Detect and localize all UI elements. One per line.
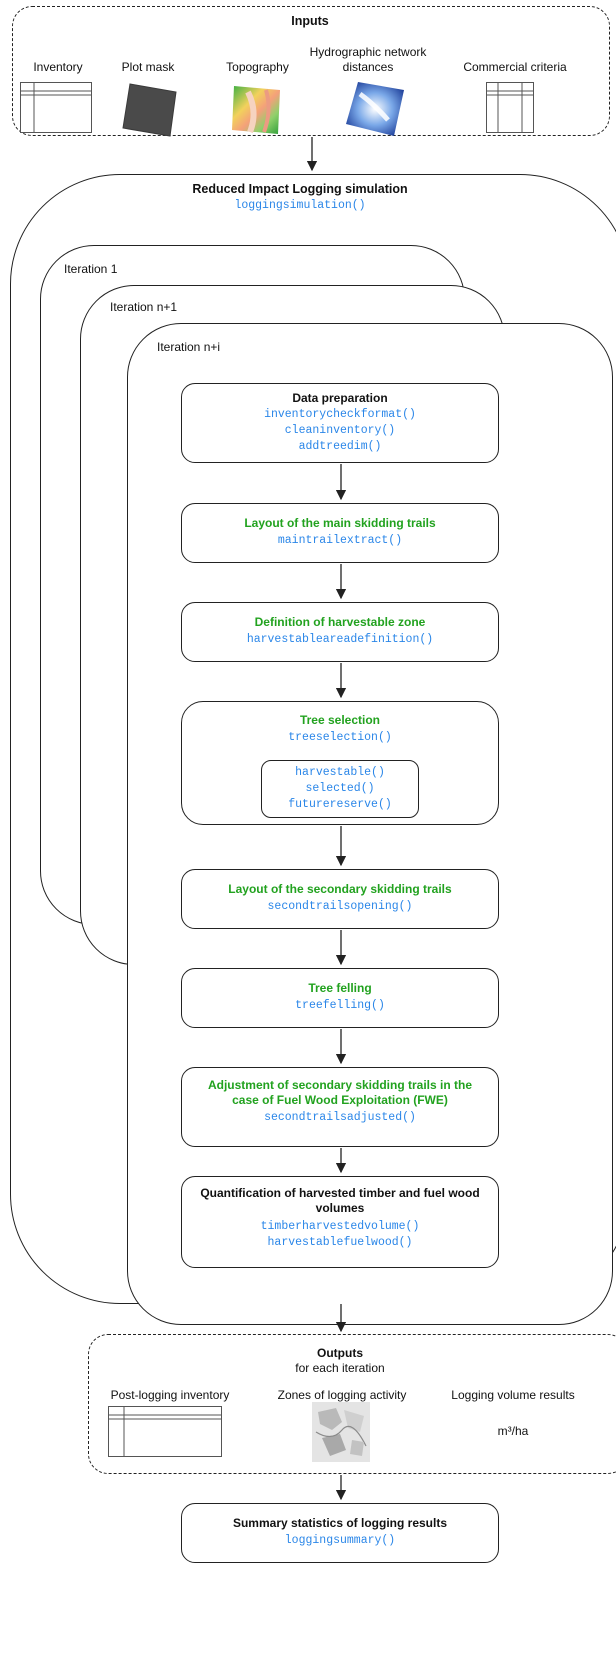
simulation-title: Reduced Impact Logging simulation [192,182,408,196]
summary-function: loggingsummary() [284,1534,396,1547]
summary-box [181,1503,499,1563]
step-title: Data preparation [292,391,388,405]
tree-selection-subfunctions [261,760,419,818]
summary-title: Summary statistics of logging results [232,1516,448,1530]
inputs-title: Inputs [291,14,329,28]
outputs-subtitle: for each iteration [295,1361,385,1375]
logging-zones-map-icon [312,1402,370,1462]
table-icon [108,1406,222,1457]
step-function: timberharvestedvolume() [260,1220,420,1233]
step-adjust-secondary-trails [181,1067,499,1147]
input-label-hydrographic: Hydrographic network distances [309,45,427,74]
step-function: addtreedim() [298,440,382,453]
output-label-logging-volume-results: Logging volume results [451,1388,575,1402]
iteration-label-n-plus-1: Iteration n+1 [110,300,178,314]
step-function: harvestablefuelwood() [267,1236,413,1249]
iteration-label-1: Iteration 1 [64,262,118,276]
step-function: treeselection() [288,731,392,744]
iteration-label-n-plus-i: Iteration n+i [157,340,221,354]
output-volume-unit: m³/ha [497,1424,529,1438]
step-main-skidding-trails [181,503,499,563]
step-function: cleaninventory() [284,424,396,437]
outputs-container [88,1334,616,1474]
step-title: Quantification of harvested timber and f… [200,1186,480,1200]
table-icon [486,82,534,133]
plot-mask-icon [122,83,177,137]
step-subfunction: harvestable() [295,766,385,779]
step-title: Tree selection [299,713,381,727]
simulation-function: loggingsimulation() [234,199,366,212]
step-title: volumes [315,1201,365,1215]
topography-map-icon [232,86,280,134]
outputs-title: Outputs [317,1346,363,1360]
step-quantification [181,1176,499,1268]
output-label-post-logging-inventory: Post-logging inventory [110,1388,230,1402]
step-function: inventorycheckformat() [264,408,416,421]
step-title: Layout of the secondary skidding trails [228,882,452,896]
input-label-topography: Topography [226,60,289,74]
step-harvestable-zone [181,602,499,662]
step-subfunction: futurereserve() [288,798,392,811]
step-title: case of Fuel Wood Exploitation (FWE) [232,1093,448,1107]
step-subfunction: selected() [305,782,375,795]
step-function: secondtrailsadjusted() [264,1111,416,1124]
step-function: secondtrailsopening() [267,900,413,913]
table-icon [20,82,92,133]
hydro-map-icon [346,82,404,136]
input-label-commercial-criteria: Commercial criteria [463,60,567,74]
step-title: Adjustment of secondary skidding trails … [207,1078,473,1092]
step-title: Tree felling [308,981,372,995]
step-data-preparation [181,383,499,463]
step-tree-felling [181,968,499,1028]
input-label-plot-mask: Plot mask [121,60,175,74]
step-function: harvestableareadefinition() [246,633,434,646]
step-function: maintrailextract() [277,534,403,547]
step-secondary-skidding-trails [181,869,499,929]
step-title: Definition of harvestable zone [254,615,426,629]
input-label-inventory: Inventory [33,60,83,74]
inputs-container [12,6,610,136]
step-title: Layout of the main skidding trails [244,516,436,530]
output-label-zones-of-logging-activity: Zones of logging activity [277,1388,407,1402]
step-function: treefelling() [295,999,385,1012]
